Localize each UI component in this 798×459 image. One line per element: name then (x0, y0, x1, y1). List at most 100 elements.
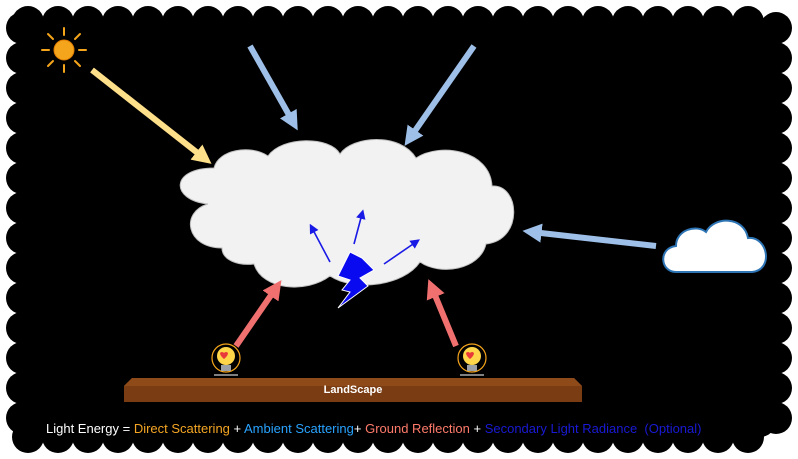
scallop-bump (522, 6, 554, 38)
scallop-bump (372, 6, 404, 38)
scallop-bump (6, 192, 38, 224)
scallop-bump (760, 12, 792, 44)
scallop-bump (312, 6, 344, 38)
scallop-bump (760, 222, 792, 254)
scallop-bump (760, 132, 792, 164)
scallop-bump (732, 421, 764, 453)
ambient-arrow-top-left (247, 44, 298, 131)
scallop-bump (6, 162, 38, 194)
equation-plus-2: + (353, 421, 366, 436)
lightbulb-icon (211, 343, 241, 376)
scallop-bump (492, 421, 524, 453)
scallop-bump (402, 421, 434, 453)
scallop-bump (6, 252, 38, 284)
scallop-bump (760, 372, 792, 404)
lightning-icon (337, 251, 375, 309)
small-cloud-icon (662, 219, 767, 273)
scallop-bump (760, 312, 792, 344)
scallop-bump (642, 6, 674, 38)
scallop-bump (42, 6, 74, 38)
scallop-bump (732, 6, 764, 38)
cloud-icon (179, 139, 515, 288)
scallop-bump (760, 192, 792, 224)
lightbulb-icon (457, 343, 487, 376)
scallop-bump (612, 6, 644, 38)
ground-reflection-arrow-left (233, 280, 282, 348)
scallop-bump (102, 6, 134, 38)
scallop-bump (252, 6, 284, 38)
scallop-bump (6, 72, 38, 104)
scallop-bump (582, 6, 614, 38)
scallop-bump (760, 342, 792, 374)
ambient-arrow-side (522, 223, 657, 249)
direct-scattering-arrow (90, 67, 212, 164)
scallop-bump (6, 402, 38, 434)
scallop-bump (702, 421, 734, 453)
scallop-bump (312, 421, 344, 453)
ground-reflection-arrow-right (426, 279, 459, 348)
scallop-bump (6, 102, 38, 134)
scallop-bump (342, 421, 374, 453)
scallop-bump (6, 222, 38, 254)
light-energy-equation: Light Energy = Direct Scattering + Ambie… (46, 421, 702, 436)
scallop-bump (462, 421, 494, 453)
scallop-bump (132, 421, 164, 453)
scallop-bump (282, 421, 314, 453)
equation-ambient: Ambient Scattering (244, 421, 354, 436)
scallop-bump (6, 282, 38, 314)
scallop-bump (552, 421, 584, 453)
scallop-bump (672, 421, 704, 453)
scallop-bump (760, 402, 792, 434)
scallop-bump (552, 6, 584, 38)
scallop-bump (6, 12, 38, 44)
scallop-bump (192, 421, 224, 453)
scallop-bump (252, 421, 284, 453)
equation-plus-1: + (229, 421, 245, 436)
scallop-bump (760, 162, 792, 194)
scallop-bump (72, 421, 104, 453)
scallop-bump (6, 312, 38, 344)
scallop-bump (132, 6, 164, 38)
equation-lead: Light Energy = (46, 421, 134, 436)
equation-direct: Direct Scattering (133, 421, 230, 436)
ambient-arrow-top-right (404, 44, 477, 146)
sun-icon (41, 27, 87, 73)
landscape-slab (124, 378, 582, 402)
scallop-bump (760, 252, 792, 284)
secondary-arrow-3 (383, 239, 420, 265)
scallop-bump (672, 6, 704, 38)
scallop-bump (6, 42, 38, 74)
scallop-bump (702, 6, 734, 38)
scallop-bump (582, 421, 614, 453)
scallop-bump (42, 421, 74, 453)
scallop-bump (222, 6, 254, 38)
scallop-bump (342, 6, 374, 38)
scallop-bump (282, 6, 314, 38)
scallop-bump (6, 132, 38, 164)
scallop-bump (492, 6, 524, 38)
scallop-bump (760, 102, 792, 134)
scallop-bump (6, 342, 38, 374)
equation-optional: (Optional) (637, 421, 702, 436)
scallop-bump (612, 421, 644, 453)
equation-ground: Ground Reflection (365, 421, 470, 436)
scallop-bump (162, 421, 194, 453)
equation-secondary: Secondary Light Radiance (484, 421, 638, 436)
secondary-arrow-1 (309, 223, 331, 263)
scallop-bump (462, 6, 494, 38)
scallop-bump (372, 421, 404, 453)
scallop-bump (760, 42, 792, 74)
scallop-bump (102, 421, 134, 453)
scallop-bump (162, 6, 194, 38)
scallop-bump (72, 6, 104, 38)
scallop-bump (222, 421, 254, 453)
scallop-bump (402, 6, 434, 38)
scallop-bump (432, 421, 464, 453)
scallop-bump (522, 421, 554, 453)
scallop-bump (760, 282, 792, 314)
scallop-bump (760, 72, 792, 104)
scallop-bump (432, 6, 464, 38)
scallop-bump (6, 372, 38, 404)
secondary-arrow-2 (353, 209, 366, 245)
